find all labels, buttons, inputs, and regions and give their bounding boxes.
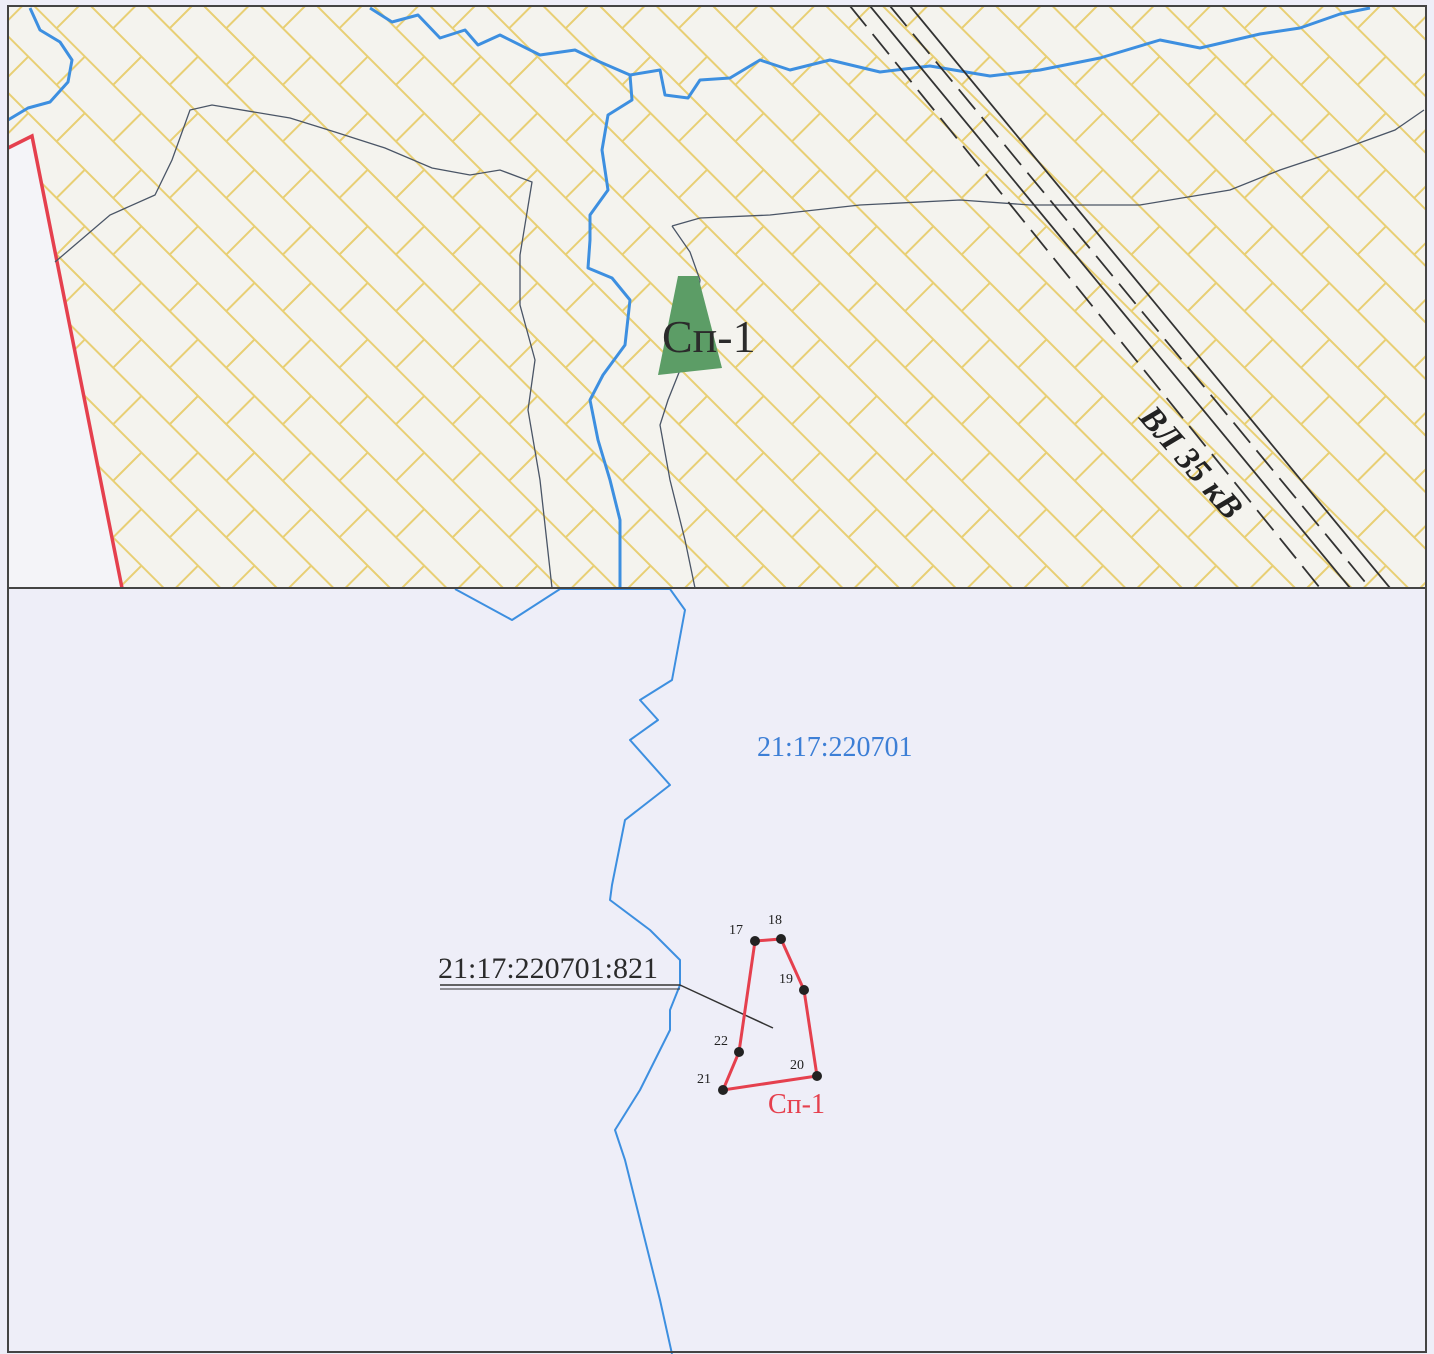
point-20-label: 20: [790, 1058, 804, 1073]
top-panel: Сп-1 ВЛ 35 кВ: [8, 6, 1426, 588]
object-sp1-area: [658, 276, 722, 375]
parcel-leader-line: [679, 984, 774, 1029]
cadastral-parcel-number: 21:17:220701:821: [438, 952, 658, 985]
point-19-label: 19: [779, 972, 793, 987]
unhatched-area: [8, 136, 122, 588]
power-line-vl35: [849, 6, 1391, 588]
bottom-panel-background: [8, 589, 1426, 1354]
bottom-panel: 21:17:220701 21:17:220701:821 17 18 19 2…: [8, 589, 1426, 1354]
point-22-label: 22: [714, 1034, 728, 1049]
point-18-marker: [776, 934, 786, 944]
point-19-marker: [799, 985, 809, 995]
contour-lines: [54, 104, 1425, 588]
sheet-frame: [7, 5, 1427, 1353]
red-boundary-line: [8, 133, 124, 588]
point-17-marker: [750, 936, 760, 946]
object-sp1-label-top: Сп-1: [662, 311, 756, 362]
point-21-label: 21: [697, 1072, 711, 1087]
point-17-label: 17: [729, 923, 743, 938]
point-18-label: 18: [768, 913, 782, 928]
cadastral-quarter-boundary: [454, 589, 686, 1354]
agricultural-land-hatch: [8, 6, 1426, 588]
point-22-marker: [734, 1047, 744, 1057]
object-sp1-label-bottom: Сп-1: [768, 1089, 825, 1120]
cadastral-quarter-number: 21:17:220701: [757, 732, 913, 763]
point-21-marker: [718, 1085, 728, 1095]
boundary-point-markers: [718, 934, 822, 1095]
point-20-marker: [812, 1071, 822, 1081]
watercourses: [8, 6, 1371, 588]
